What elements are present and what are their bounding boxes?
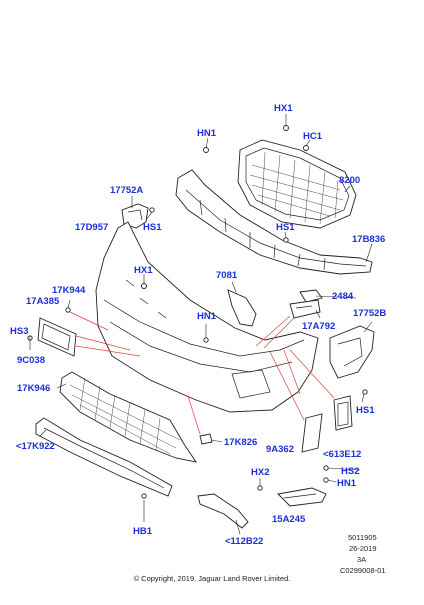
callout-hs1-a[interactable]: HS1 xyxy=(143,222,162,233)
callout-hs1-c[interactable]: HS1 xyxy=(356,405,375,416)
callout-hc1[interactable]: HC1 xyxy=(303,131,323,142)
callout-17752b[interactable]: 17752B xyxy=(353,308,387,319)
bracket-17752b xyxy=(329,325,375,379)
ref-date: 26-2019 xyxy=(349,544,377,553)
plate-bracket-17a385 xyxy=(37,317,77,357)
callout-17k944[interactable]: 17K944 xyxy=(52,285,86,296)
callout-7081[interactable]: 7081 xyxy=(216,270,238,281)
lower-grille-17k946 xyxy=(59,371,197,463)
upper-beam-17b836 xyxy=(175,169,373,275)
grille-8200 xyxy=(237,139,357,229)
red-leader-lines xyxy=(69,311,335,435)
callout-hn1-low[interactable]: HN1 xyxy=(337,478,357,489)
callout-17d957[interactable]: 17D957 xyxy=(75,222,109,233)
callout-17a792[interactable]: 17A792 xyxy=(302,321,336,332)
callout-17k826[interactable]: 17K826 xyxy=(224,437,258,448)
callout-hs3[interactable]: HS3 xyxy=(10,326,29,337)
callout-17b836[interactable]: 17B836 xyxy=(352,234,386,245)
callout-17k922[interactable]: <17K922 xyxy=(16,441,55,452)
callout-hx1-mid[interactable]: HX1 xyxy=(134,265,153,276)
ref-number: 5011905 xyxy=(348,533,377,542)
callout-hn1-mid[interactable]: HN1 xyxy=(197,311,217,322)
skid-plate-17k922 xyxy=(35,417,173,497)
fasteners xyxy=(27,125,368,499)
part-9a362 xyxy=(301,413,323,453)
trim-112b22 xyxy=(197,493,249,529)
callout-2484[interactable]: 2484 xyxy=(332,291,354,302)
callout-17a385[interactable]: 17A385 xyxy=(26,296,60,307)
callout-hx2[interactable]: HX2 xyxy=(251,467,270,478)
callout-112b22[interactable]: <112B22 xyxy=(225,536,264,547)
callout-hx1-top[interactable]: HX1 xyxy=(274,103,293,114)
leader-lines xyxy=(29,114,373,535)
copyright-notice: © Copyright, 2019. Jaguar Land Rover Lim… xyxy=(133,574,291,583)
part-15a245 xyxy=(277,487,327,507)
bumper-cover-17d957 xyxy=(95,221,319,413)
callout-9a362[interactable]: 9A362 xyxy=(266,444,294,455)
callout-15a245[interactable]: 15A245 xyxy=(272,514,306,525)
callout-8200[interactable]: 8200 xyxy=(339,175,361,186)
bracket-7081 xyxy=(227,289,257,327)
callout-hs2[interactable]: HS2 xyxy=(341,466,360,477)
fog-lamp-613e12 xyxy=(333,395,353,431)
callout-613e12[interactable]: <613E12 xyxy=(323,449,362,460)
part-17a792 xyxy=(289,299,321,319)
callout-hb1[interactable]: HB1 xyxy=(133,526,153,537)
ref-code: C0299008-01 xyxy=(340,566,386,575)
callout-9c038[interactable]: 9C038 xyxy=(17,355,45,366)
callout-hs1-b[interactable]: HS1 xyxy=(276,222,295,233)
callout-17k946[interactable]: 17K946 xyxy=(17,383,51,394)
ref-revision: 3A xyxy=(357,555,367,564)
part-2484 xyxy=(299,289,323,303)
callout-hn1-top[interactable]: HN1 xyxy=(197,128,217,139)
clip-17k826 xyxy=(199,433,213,445)
callout-17752a[interactable]: 17752A xyxy=(110,185,144,196)
